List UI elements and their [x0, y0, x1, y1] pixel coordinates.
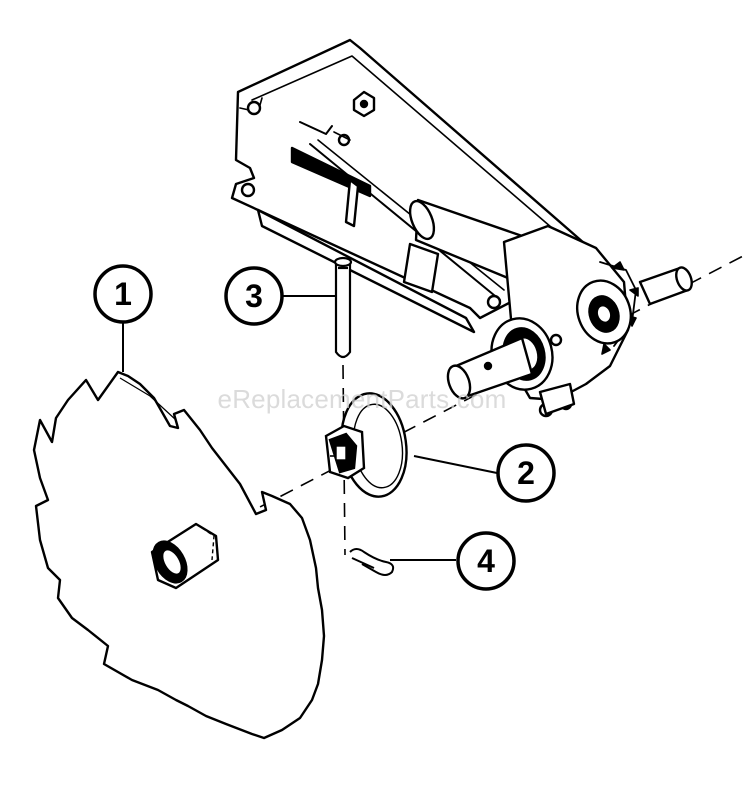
callout-4: 4 [456, 531, 516, 591]
callout-1: 1 [93, 264, 153, 324]
callout-4-label: 4 [477, 543, 495, 579]
hairpin-clip-part [349, 548, 395, 576]
notched-disc-part [32, 370, 326, 740]
watermark-text: eReplacementParts.com [218, 384, 507, 414]
callout-3-label: 3 [245, 278, 263, 314]
callout-3-circle [224, 266, 284, 326]
callout-leaders [122, 295, 498, 561]
callout-1-circle [93, 264, 153, 324]
callout-2-label: 2 [517, 455, 535, 491]
clevis-pin-part [333, 256, 353, 359]
transmission-frame-assembly [230, 38, 693, 418]
flanged-hub-part [324, 392, 408, 498]
callout-3: 3 [224, 266, 284, 326]
callout-2-circle [496, 443, 556, 503]
callout-2: 2 [496, 443, 556, 503]
callout-1-label: 1 [114, 276, 132, 312]
callout-4-circle [456, 531, 516, 591]
